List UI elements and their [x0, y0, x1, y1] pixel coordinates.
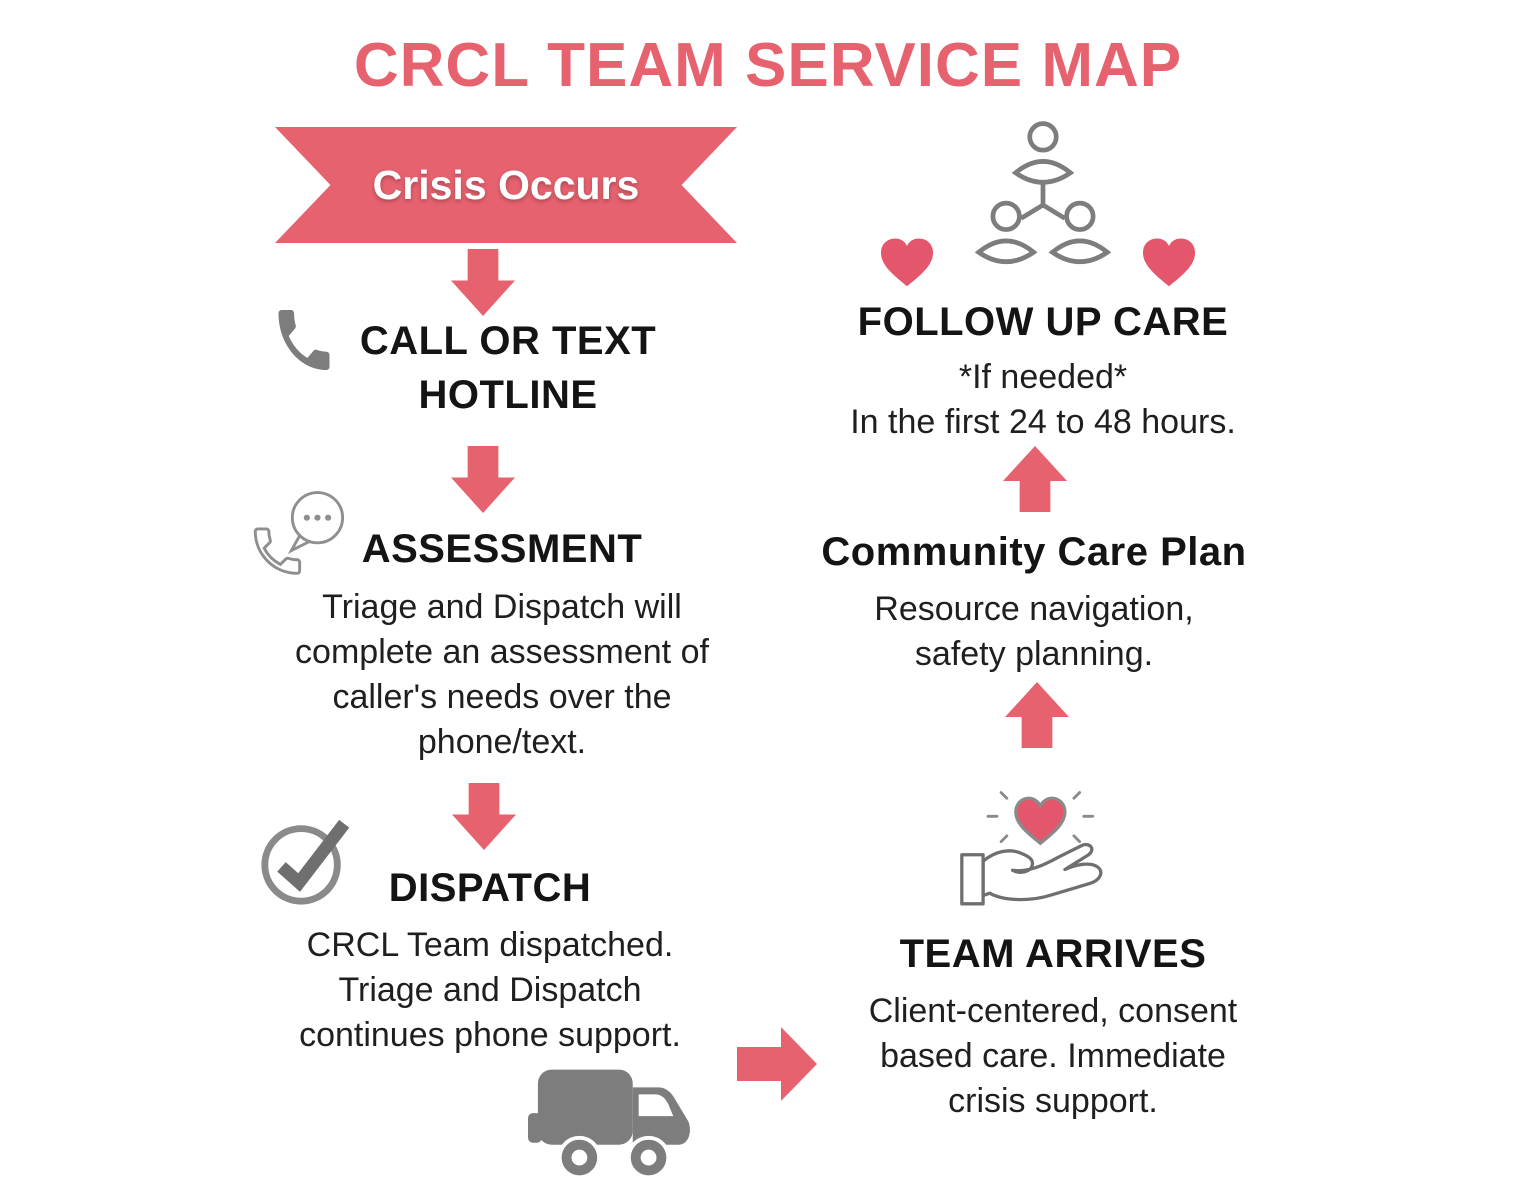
van-icon: [528, 1069, 690, 1180]
banner-label: Crisis Occurs: [372, 161, 640, 208]
crisis-occurs-banner: Crisis Occurs: [275, 127, 737, 243]
step-dispatch-body: CRCL Team dispatched. Triage and Dispatc…: [299, 926, 681, 1054]
people-network-icon: [974, 121, 1112, 265]
step-assessment-heading: ASSESSMENT: [361, 527, 643, 571]
step-call-or-text: CALL OR TEXT HOTLINE: [248, 314, 768, 422]
heart-icon: [880, 238, 934, 287]
arrow-down-icon: [451, 249, 515, 316]
page-title: CRCL TEAM SERVICE MAP: [353, 31, 1183, 100]
step-follow-up-note: *If needed*: [958, 358, 1128, 396]
step-community-heading: Community Care Plan: [821, 530, 1247, 574]
phone-chat-icon: [253, 491, 345, 575]
arrow-up-icon: [1005, 682, 1069, 748]
step-dispatch: DISPATCH CRCL Team dispatched. Triage an…: [230, 866, 750, 1058]
step-follow-up-care: FOLLOW UP CARE *If needed* In the first …: [783, 300, 1303, 445]
step-team-arrives-body: Client-centered, consent based care. Imm…: [868, 992, 1238, 1120]
heart-icon: [1142, 238, 1196, 287]
phone-handset-icon: [278, 310, 330, 370]
step-follow-up-heading: FOLLOW UP CARE: [857, 300, 1229, 344]
checkmark-circle-icon: [261, 819, 350, 905]
step-community-care-plan: Community Care Plan Resource navigation,…: [774, 530, 1294, 677]
step-community-body: Resource navigation, safety planning.: [874, 590, 1194, 673]
step-dispatch-heading: DISPATCH: [388, 866, 592, 910]
step-assessment-body: Triage and Dispatch will complete an ass…: [295, 588, 709, 761]
hand-heart-icon: [960, 791, 1103, 906]
step-assessment: ASSESSMENT Triage and Dispatch will comp…: [242, 527, 762, 765]
arrow-down-icon: [452, 783, 516, 850]
step-call-heading: CALL OR TEXT HOTLINE: [359, 319, 657, 417]
step-team-arrives: TEAM ARRIVES Client-centered, consent ba…: [793, 932, 1313, 1124]
arrow-down-icon: [451, 446, 515, 513]
step-follow-up-body: In the first 24 to 48 hours.: [850, 403, 1236, 441]
step-team-arrives-heading: TEAM ARRIVES: [899, 932, 1207, 976]
arrow-up-icon: [1003, 446, 1067, 512]
